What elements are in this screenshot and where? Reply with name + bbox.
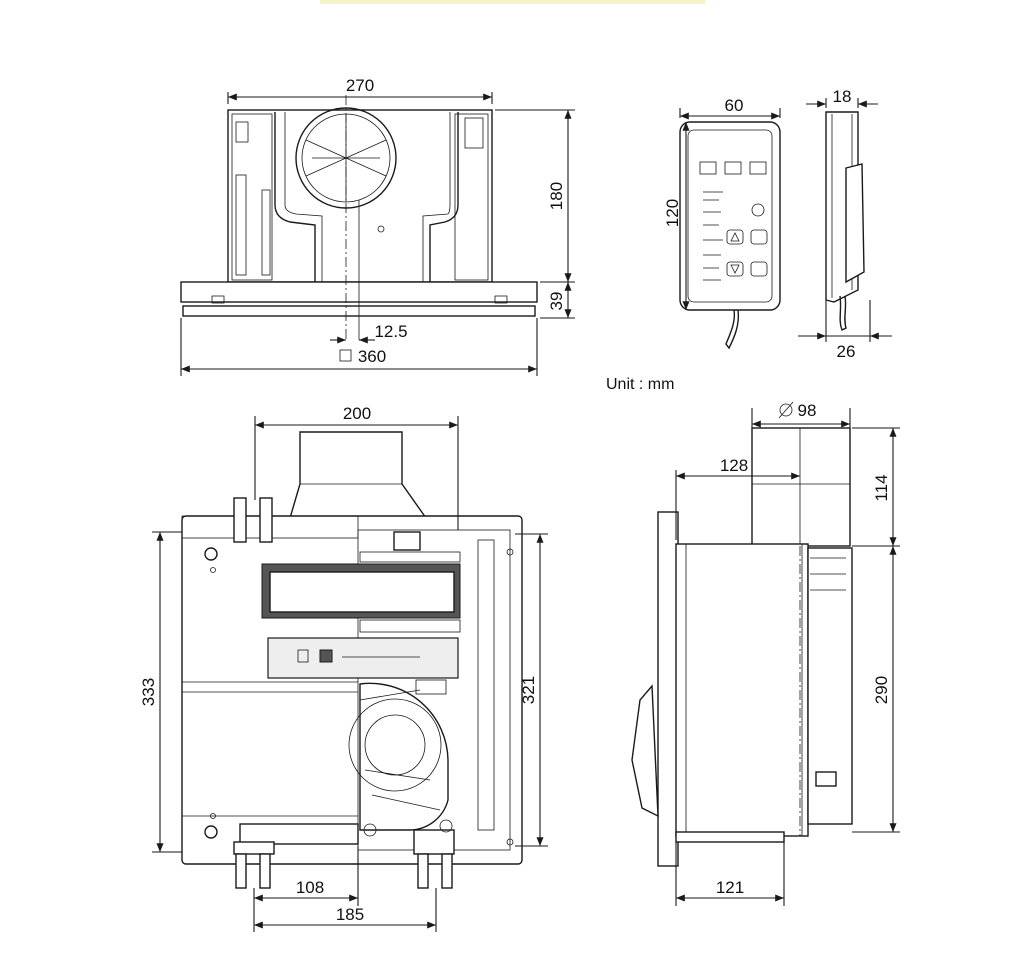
dim-top-height: 180 [547,182,566,210]
dim-plan-height-inner: 321 [519,676,538,704]
plan-view-dimensions: 200 333 321 108 185 [139,404,548,932]
dim-plan-duct-span: 200 [343,404,371,423]
side-view [631,427,853,867]
dim-remote-depth-top: 18 [833,87,852,106]
dim-side-bottom-depth: 121 [716,878,744,897]
remote-front-view [679,121,781,350]
dim-remote-height: 120 [663,199,682,227]
dim-top-flange: 39 [547,292,566,311]
unit-label: Unit : mm [606,376,674,393]
dim-side-body-height: 290 [872,676,891,704]
dim-remote-width: 60 [725,96,744,115]
dim-top-width: 270 [346,76,374,95]
remote-side-dimensions: 18 26 [798,87,892,361]
side-view-dimensions: 98 128 114 290 121 [675,401,900,906]
top-highlight-strip [320,0,705,4]
dim-plan-bottom-span: 185 [336,905,364,924]
dim-top-offset: 12.5 [374,322,407,341]
front-view-dimensions: 270 180 39 12.5 360 [180,76,575,376]
dim-plan-bottom-offset: 108 [296,878,324,897]
dim-side-duct-diameter: 98 [798,401,817,420]
plan-view [181,431,523,889]
front-view [180,95,538,340]
dim-side-duct-offset: 128 [720,456,748,475]
dim-grille-square: 360 [358,347,386,366]
remote-side-view [825,111,865,331]
remote-front-dimensions: 60 120 [663,96,781,310]
dim-plan-height-outer: 333 [139,678,158,706]
dim-remote-depth-bottom: 26 [837,342,856,361]
dim-side-duct-height: 114 [872,474,891,501]
